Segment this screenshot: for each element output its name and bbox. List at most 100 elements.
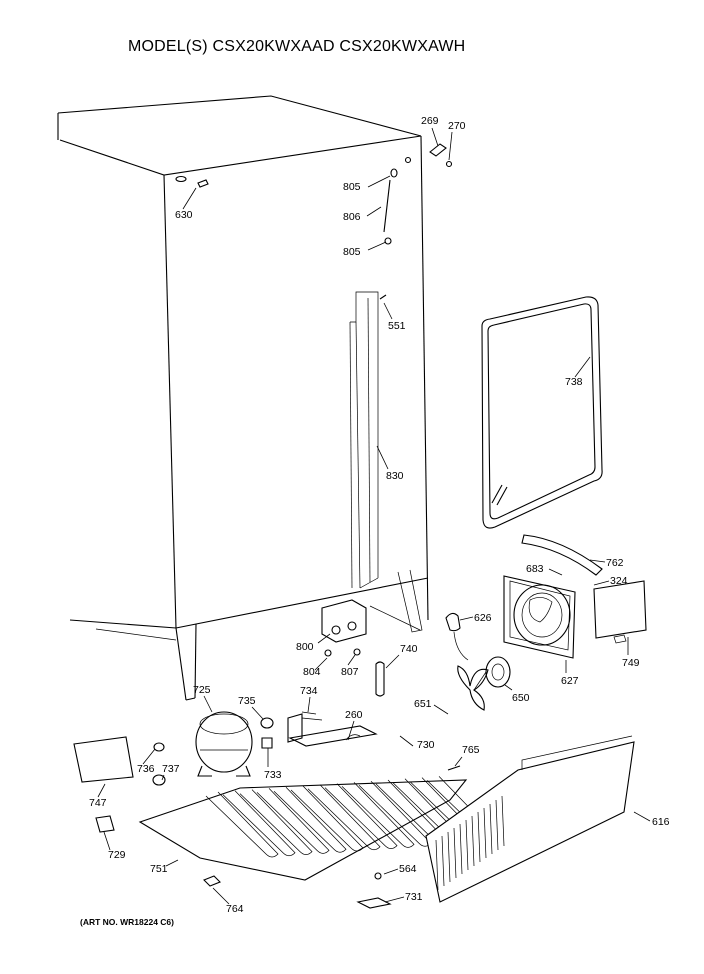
leader-line [165, 859, 179, 867]
callout-630: 630 [175, 187, 197, 221]
leader-line [367, 241, 387, 251]
callout-627: 627 [561, 660, 579, 687]
grille-slot [435, 839, 439, 891]
condenser-coil [205, 791, 279, 858]
callout-number: 735 [238, 695, 256, 707]
callout-805a: 805 [343, 175, 391, 193]
callout-740: 740 [385, 643, 418, 669]
callout-number: 740 [400, 643, 418, 655]
callout-733: 733 [264, 748, 282, 781]
callout-651: 651 [414, 698, 449, 715]
callout-number: 324 [610, 575, 628, 587]
callout-804: 804 [303, 657, 328, 678]
fan-assembly [445, 534, 647, 711]
condenser-coil [239, 789, 313, 855]
callout-number: 616 [652, 816, 670, 828]
callout-738: 738 [565, 356, 591, 388]
callout-749: 749 [622, 637, 640, 669]
callout-683: 683 [526, 563, 563, 576]
callout-725: 725 [193, 684, 213, 713]
callout-830: 830 [376, 445, 404, 482]
callout-number: 734 [300, 685, 318, 697]
leader-line [383, 302, 393, 320]
leader-line [367, 175, 391, 188]
leader-line [347, 654, 356, 666]
grille-slot [441, 835, 445, 887]
leader-line [633, 811, 651, 822]
callout-number: 805 [343, 246, 361, 258]
callout-762: 762 [589, 557, 624, 569]
compressor-725 [73, 711, 323, 833]
condenser-coil [273, 786, 347, 853]
callout-269: 269 [421, 115, 439, 147]
callout-number: 725 [193, 684, 211, 696]
callout-number: 269 [421, 115, 439, 127]
leader-line [314, 657, 328, 671]
callout-labels: 269 270 630 805 806 805 551 738 830 762 683 324 626 8… [89, 115, 670, 915]
condenser-coil [324, 783, 398, 849]
leader-line [504, 684, 513, 691]
leader-line [448, 131, 453, 161]
grille-slot [501, 795, 505, 847]
callout-number: 630 [175, 209, 193, 221]
callout-737: 737 [161, 763, 180, 781]
callout-650: 650 [504, 684, 530, 704]
grille-slot [447, 831, 451, 883]
leader-line [317, 633, 331, 644]
leader-line [212, 887, 230, 905]
callout-number: 804 [303, 666, 321, 678]
art-number: (ART NO. WR18224 C6) [80, 917, 174, 927]
callout-number: 805 [343, 181, 361, 193]
leader-line [376, 445, 389, 470]
grille-slot [489, 803, 493, 855]
callout-number: 683 [526, 563, 544, 575]
callout-747: 747 [89, 783, 107, 809]
callout-729: 729 [103, 831, 126, 861]
callout-number: 765 [462, 744, 480, 756]
callout-number: 806 [343, 211, 361, 223]
leader-line [593, 580, 610, 586]
callout-551: 551 [383, 302, 406, 332]
grille-slot [471, 815, 475, 867]
valve-800 [321, 599, 385, 697]
callout-number: 764 [226, 903, 244, 915]
grille-616 [425, 735, 635, 903]
callout-626: 626 [459, 612, 492, 624]
callout-736: 736 [137, 748, 156, 775]
grille-slot [453, 827, 457, 879]
callout-number: 830 [386, 470, 404, 482]
leader-line [97, 783, 106, 798]
leader-line [574, 356, 591, 378]
callout-806: 806 [343, 206, 382, 223]
leader-line [203, 695, 213, 713]
leader-line [399, 735, 414, 747]
leader-line [103, 831, 111, 851]
callout-number: 738 [565, 376, 583, 388]
leader-line [548, 568, 563, 576]
condenser-coil [290, 785, 364, 852]
callout-807: 807 [341, 654, 359, 678]
callout-270: 270 [448, 120, 466, 161]
callout-735: 735 [238, 695, 264, 720]
condenser-coil [341, 782, 415, 848]
callout-564: 564 [383, 863, 417, 875]
callout-731: 731 [384, 891, 423, 903]
callout-number: 747 [89, 797, 107, 809]
callout-number: 551 [388, 320, 406, 332]
callout-730: 730 [399, 735, 435, 751]
leader-line [385, 654, 400, 669]
leader-line [431, 127, 439, 147]
leader-line [161, 774, 165, 781]
callout-number: 564 [399, 863, 417, 875]
cabinet [57, 95, 453, 701]
callout-805b: 805 [343, 241, 387, 258]
callout-number: 800 [296, 641, 314, 653]
diagram-title: MODEL(S) CSX20KWXAAD CSX20KWXAWH [128, 38, 466, 55]
callout-764: 764 [212, 887, 244, 915]
callout-number: 737 [162, 763, 180, 775]
callout-800: 800 [296, 633, 331, 653]
callout-number: 260 [345, 709, 363, 721]
callout-734: 734 [300, 685, 318, 713]
callout-number: 730 [417, 739, 435, 751]
grille-slot [477, 811, 481, 863]
